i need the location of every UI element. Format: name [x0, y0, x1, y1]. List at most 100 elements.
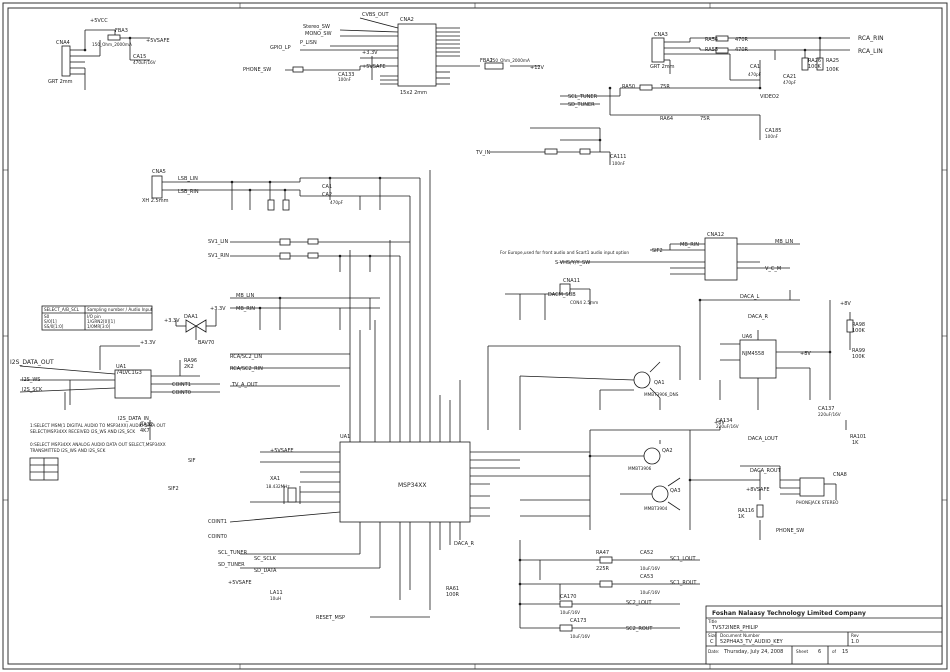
qa1-part: MMBT3906_DNS	[644, 392, 679, 397]
cna5-ref: CNA5	[152, 169, 166, 175]
net-svhs-y: S-VHS/Y/Y_SW	[555, 260, 590, 266]
net-phone-sw: PHONE_SW	[776, 528, 804, 534]
net-sd-tuner-msp: SD_TUNER	[218, 562, 245, 568]
size-label: Size	[708, 633, 717, 638]
cna4-name: GRT 2mm	[48, 79, 73, 85]
table-cell: SS/0[1:0]	[44, 324, 64, 329]
net-12v-top: +12V	[530, 65, 545, 71]
ra64-ref: RA64	[660, 116, 673, 122]
sheet-total: 15	[842, 649, 848, 655]
net-coint1: COINT1	[208, 519, 227, 525]
ra99-val: 100K	[852, 354, 866, 360]
daa1-part: BAV70	[198, 340, 214, 346]
net-8v-c: +8V	[714, 420, 725, 426]
ca133-val: 100nF	[338, 77, 352, 82]
net-33v-daa1-b: +3.3V	[164, 318, 180, 324]
net-i2s-data-in: I2S_DATA_IN	[118, 416, 149, 422]
daa1-ref: DAA1	[184, 314, 198, 320]
ca15-ref: CA15	[133, 54, 146, 60]
note-line: SELECT/MSP34XX RECEIVED I2S_WS AND I2S_S…	[30, 429, 135, 434]
cna11-block: CNA11 DACM_SUB CON4 2.5mm	[505, 278, 598, 320]
note-europe: For Europe,used for front audio and Scar…	[500, 250, 629, 255]
ca1-val: 470pF	[748, 72, 762, 77]
qa1-stage: QA1 MMBT3906_DNS	[487, 345, 681, 430]
cna8-name: PHONEJACK STEREO	[796, 500, 839, 505]
net-lsb-rin: LSB_RIN	[178, 189, 199, 195]
net-tv-in: TV_IN	[475, 150, 490, 156]
net-scl-tuner: SCL_TUNER	[568, 94, 598, 100]
table-cell: 1/GRN2[0][1]	[87, 319, 115, 324]
fba1-ref: FBA3	[115, 28, 128, 34]
ra116-ref: RA116	[738, 508, 754, 514]
ca137-ref: CA137	[818, 406, 834, 412]
net-sc1-rout: SC1_ROUT	[670, 580, 697, 586]
net-mb-lin: MB_LIN	[236, 293, 255, 299]
ra50-ref: RA50	[622, 84, 635, 90]
ua6-opamp: UA6 NJM4558 DACA_L DACA_R +8V +8V DACA_L…	[699, 290, 866, 446]
ca21-val: 470pF	[783, 80, 797, 85]
ra47-val: 225R	[596, 566, 610, 572]
qa2-qa3-stage: QA2 MMBT3906 QA3 MMBT3904 +8V DACA_ROUT …	[520, 420, 804, 540]
cna1-name: CON4 2.5mm	[570, 300, 598, 305]
ca111-val: 100nF	[612, 161, 626, 166]
ra98-ref: RA98	[852, 322, 865, 328]
net-i2s-data-out: I2S_DATA_OUT	[10, 359, 54, 366]
sheet-title: TVS72INER_PHILIP	[711, 625, 758, 631]
qa2-ref: QA2	[662, 448, 673, 454]
fba2-val: 150_Ohm_2000mA	[490, 58, 530, 63]
notes-block: 1:SELECT MSM(1 DIGITAL AUDIO TO MSP34XX)…	[29, 423, 166, 481]
net-mono-sw: MONO_SW	[305, 31, 332, 37]
cna3-block: CNA3 GRT 2mm RA54 470R RA55 470R RCA_RIN…	[560, 32, 884, 140]
net-gpio-lp: GPIO_LP	[270, 45, 291, 51]
net-rca-lin: RCA_LIN	[858, 48, 883, 55]
note-line: TRANSMITTED I2S_WS AND I2S_SCK	[29, 448, 106, 453]
ra98-val: 100K	[852, 328, 866, 334]
msp34xx-ref: UA1	[340, 434, 350, 440]
tv-in-block: TV_IN CA111 100nF	[475, 127, 626, 166]
cna3-name: GRT 2mm	[650, 64, 675, 70]
fba2-ref: FBA2	[480, 58, 493, 64]
net-33v-daa1: +3.3V	[210, 306, 226, 312]
net-phone-sw-top: PHONE_SW	[243, 67, 271, 73]
net-i2s-sck: I2S_SCK	[22, 387, 43, 393]
ca170-ref: CA170	[560, 594, 576, 600]
net-coint0-left: COINT0	[172, 390, 191, 396]
net-mb-rin-cna12: MB_RIN	[680, 242, 699, 248]
ca137-val: 220uF/16V	[818, 412, 841, 417]
table-cell: 1/0MR[3:0]	[87, 324, 111, 329]
cna4-ref: CNA4	[56, 40, 70, 46]
ca53-val: 10uF/16V	[640, 590, 660, 595]
la11-val: 10uH	[270, 596, 281, 601]
ca2-ref: CA2	[322, 192, 332, 198]
ca134-val: 220uF/16V	[716, 424, 739, 429]
net-sv1-rin: SV1_RIN	[208, 253, 229, 259]
cna5-name: XH 2.5mm	[142, 198, 169, 204]
crystal-xa1	[283, 486, 301, 504]
net-daca-r: DACA_R	[454, 541, 475, 547]
cna2-ref: CNA2	[400, 17, 414, 23]
ra50-val: 75R	[660, 84, 670, 90]
ca173-val: 10uF/16V	[570, 634, 590, 639]
table-cell: S0	[44, 314, 50, 319]
ra55-ref: RA55	[705, 47, 718, 53]
net-rca-rin: RCA_RIN	[858, 35, 884, 42]
net-sc-tuner: SCL_TUNER	[218, 550, 248, 556]
net-sd-data: SD_DATA	[254, 568, 277, 574]
cna2-block: CNA2 15x2 2mm CVBS_OUT Stereo_SW MONO_SW…	[243, 12, 545, 96]
net-daca-r-ua6: DACA_R	[748, 314, 769, 320]
ca15-val: 470uF/16V	[133, 60, 156, 65]
ra25-val: 100K	[826, 67, 840, 73]
net-coint0: COINT0	[208, 534, 227, 540]
zone-ticks	[3, 3, 947, 669]
title-label: Title	[707, 619, 717, 624]
msp34xx-part: MSP34XX	[398, 482, 426, 489]
ca1-ref-b: CA1	[322, 184, 332, 190]
sheet-inner-border	[7, 7, 943, 665]
net-5vsafe-msp: +5VSAFE	[270, 448, 294, 454]
net-5vsafe-msp-b: +5VSAFE	[228, 580, 252, 586]
cna3-ref: CNA3	[654, 32, 668, 38]
date-label: Date:	[708, 649, 719, 654]
ra99-ref: RA99	[852, 348, 865, 354]
table-header-sampling: Sampling number / Audio Input	[87, 307, 153, 312]
